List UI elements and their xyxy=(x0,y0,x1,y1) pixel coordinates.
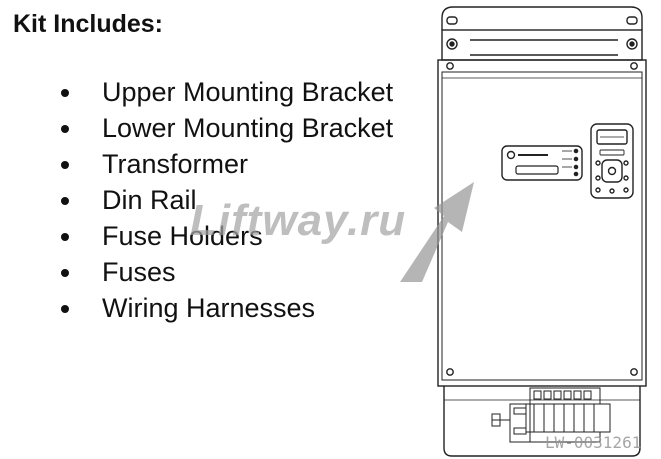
kit-item-label: Lower Mounting Bracket xyxy=(102,113,394,143)
watermark-arrow-icon xyxy=(400,182,474,282)
kit-item-label: Upper Mounting Bracket xyxy=(102,77,394,107)
part-code: LW-0031261 xyxy=(545,433,642,452)
bullet-icon xyxy=(61,233,69,241)
upper-mounting-bracket xyxy=(441,6,643,61)
kit-item-label: Transformer xyxy=(102,149,249,179)
bullet-icon xyxy=(61,305,69,313)
kit-heading: Kit Includes: xyxy=(13,10,164,38)
drive-kit-drawing xyxy=(437,6,647,457)
kit-item-label: Din Rail xyxy=(102,185,197,215)
bullet-icon xyxy=(61,125,69,133)
watermark: Liftway.ru xyxy=(190,196,407,245)
bullet-icon xyxy=(61,161,69,169)
bullet-icon xyxy=(61,269,69,277)
drive-enclosure xyxy=(437,59,647,387)
kit-item-label: Wiring Harnesses xyxy=(102,293,316,323)
kit-item-label: Fuses xyxy=(102,257,176,287)
bullet-icon xyxy=(61,89,69,97)
din-rail-terminals xyxy=(525,387,611,443)
bullet-icon xyxy=(61,197,69,205)
fuse-holders xyxy=(491,403,531,443)
keypad-icon xyxy=(590,123,634,199)
kit-item-label: Fuse Holders xyxy=(102,221,263,251)
lower-mounting-bracket xyxy=(443,386,641,457)
